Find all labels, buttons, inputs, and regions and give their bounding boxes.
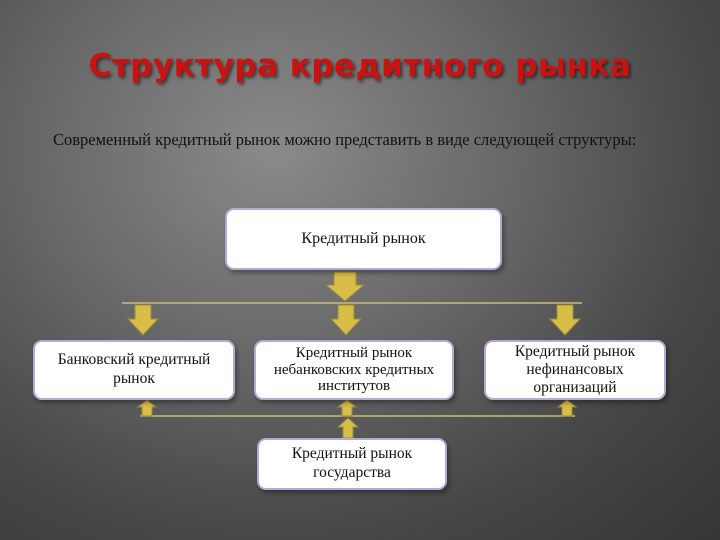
- nonbank-down-arrow: [329, 304, 363, 336]
- bank-up-arrow: [136, 399, 158, 417]
- nonbank-credit-market-label: Кредитный рынок небанковских кредитных и…: [273, 345, 435, 395]
- slide-title: Структура кредитного рынка: [88, 48, 632, 84]
- bank-credit-market-label: Банковский кредитный рынок: [57, 351, 211, 387]
- state-up-arrow: [336, 417, 360, 439]
- bank-down-arrow: [126, 304, 160, 336]
- root-node: Кредитный рынок: [225, 208, 502, 270]
- intro-text: Современный кредитный рынок можно предст…: [53, 130, 637, 149]
- root-down-arrow: [324, 271, 366, 302]
- state-credit-market-label: Кредитный рынок государства: [291, 445, 413, 481]
- bank-credit-market-node: Банковский кредитный рынок: [33, 340, 235, 400]
- nonfinancial-up-arrow: [556, 399, 578, 417]
- nonbank-up-arrow: [336, 399, 358, 417]
- nonfinancial-down-arrow: [548, 304, 582, 336]
- nonfinancial-credit-market-label: Кредитный рынок нефинансовых организаций: [514, 343, 636, 396]
- nonbank-credit-market-node: Кредитный рынок небанковских кредитных и…: [254, 340, 454, 400]
- state-credit-market-node: Кредитный рынок государства: [257, 438, 447, 490]
- root-node-label: Кредитный рынок: [301, 230, 426, 248]
- nonfinancial-credit-market-node: Кредитный рынок нефинансовых организаций: [484, 340, 666, 400]
